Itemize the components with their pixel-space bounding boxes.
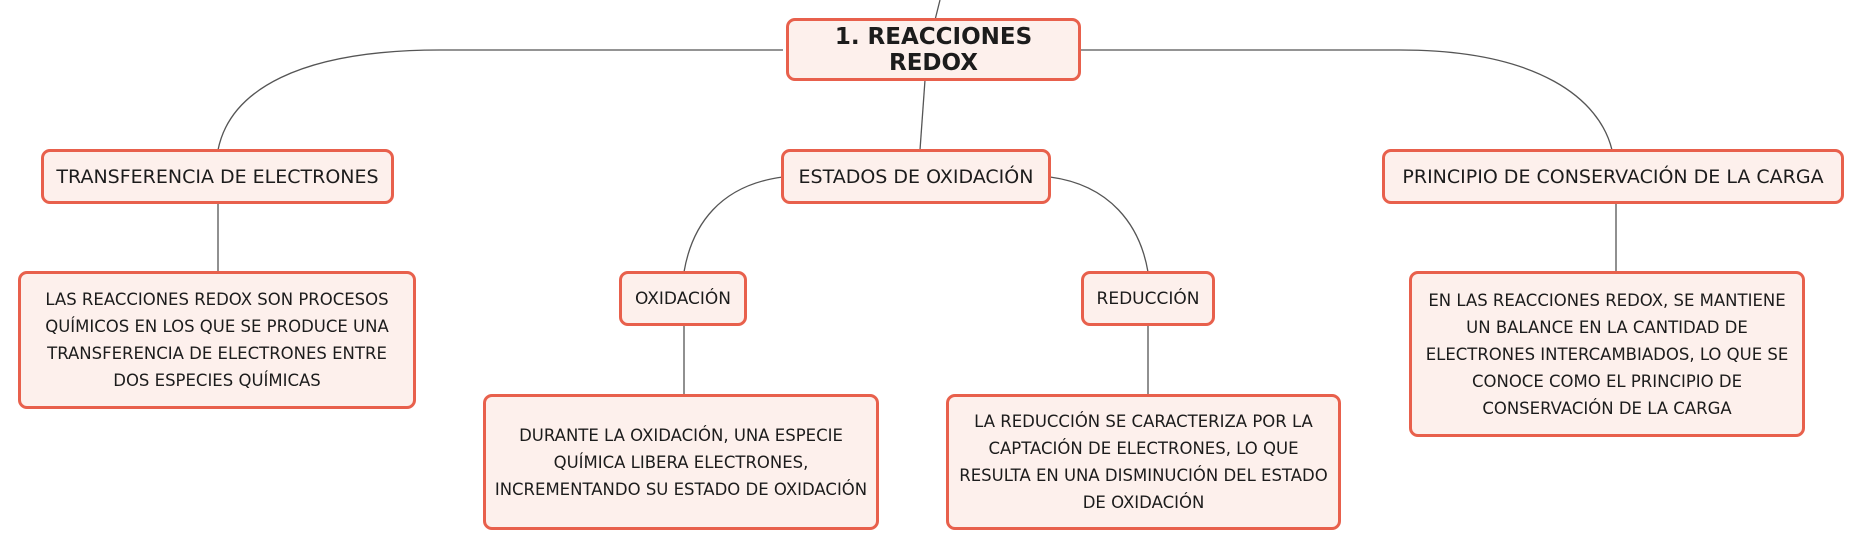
detail-reduccion-node[interactable]: LA REDUCCIÓN SE CARACTERIZA POR LA CAPTA… bbox=[946, 394, 1341, 530]
detail-transferencia-text: LAS REACCIONES REDOX SON PROCESOS QUÍMIC… bbox=[45, 290, 389, 390]
topic-estados-node[interactable]: ESTADOS DE OXIDACIÓN bbox=[781, 149, 1051, 204]
central-topic-node[interactable]: 1. REACCIONES REDOX bbox=[786, 18, 1081, 81]
subtopic-reduccion-node[interactable]: REDUCCIÓN bbox=[1081, 271, 1215, 326]
connector-estados-to-oxidacion bbox=[683, 176, 784, 273]
topic-transferencia-node[interactable]: TRANSFERENCIA DE ELECTRONES bbox=[41, 149, 394, 204]
topic-principio-node[interactable]: PRINCIPIO DE CONSERVACIÓN DE LA CARGA bbox=[1382, 149, 1844, 204]
detail-oxidacion-node[interactable]: DURANTE LA OXIDACIÓN, UNA ESPECIE QUÍMIC… bbox=[483, 394, 879, 530]
central-topic-label: 1. REACCIONES REDOX bbox=[834, 23, 1033, 76]
connector-central-to-estados bbox=[919, 79, 926, 151]
detail-principio-text: EN LAS REACCIONES REDOX, SE MANTIENE UN … bbox=[1425, 290, 1789, 418]
subtopic-oxidacion-label: OXIDACIÓN bbox=[634, 288, 732, 309]
subtopic-reduccion-label: REDUCCIÓN bbox=[1096, 288, 1200, 309]
connector-parent-to-central bbox=[934, 0, 941, 21]
topic-principio-label: PRINCIPIO DE CONSERVACIÓN DE LA CARGA bbox=[1402, 165, 1824, 188]
connector-estados-to-reduccion bbox=[1049, 176, 1149, 273]
topic-transferencia-label: TRANSFERENCIA DE ELECTRONES bbox=[56, 165, 379, 188]
detail-reduccion-text: LA REDUCCIÓN SE CARACTERIZA POR LA CAPTA… bbox=[959, 412, 1328, 512]
subtopic-oxidacion-node[interactable]: OXIDACIÓN bbox=[619, 271, 747, 326]
connector-central-to-principio bbox=[1080, 49, 1613, 151]
connector-central-to-transferencia bbox=[217, 49, 783, 151]
topic-estados-label: ESTADOS DE OXIDACIÓN bbox=[798, 165, 1034, 188]
detail-oxidacion-text: DURANTE LA OXIDACIÓN, UNA ESPECIE QUÍMIC… bbox=[494, 425, 868, 499]
detail-principio-node[interactable]: EN LAS REACCIONES REDOX, SE MANTIENE UN … bbox=[1409, 271, 1805, 437]
detail-transferencia-node[interactable]: LAS REACCIONES REDOX SON PROCESOS QUÍMIC… bbox=[18, 271, 416, 409]
